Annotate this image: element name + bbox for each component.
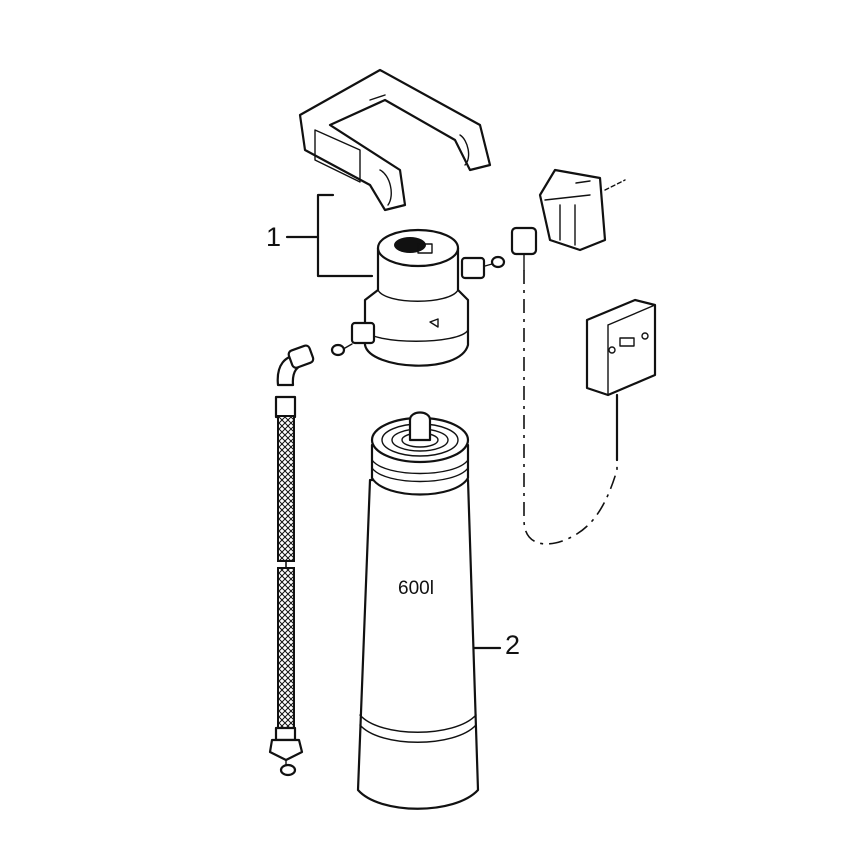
seal-washer — [279, 763, 297, 777]
braided-connection-hose — [268, 344, 315, 766]
display-module — [585, 298, 657, 462]
sensor-cable — [523, 270, 618, 545]
callout-1-leader — [285, 193, 374, 278]
filter-cartridge — [356, 411, 502, 810]
flow-meter — [510, 168, 626, 271]
cartridge-capacity-label: 600l — [398, 578, 434, 599]
seal-washer — [490, 255, 506, 269]
filter-head — [350, 228, 486, 367]
seal-washer — [330, 343, 346, 357]
callout-label-2: 2 — [505, 630, 521, 660]
callout-label-1: 1 — [266, 222, 282, 252]
mounting-bracket — [298, 68, 492, 212]
